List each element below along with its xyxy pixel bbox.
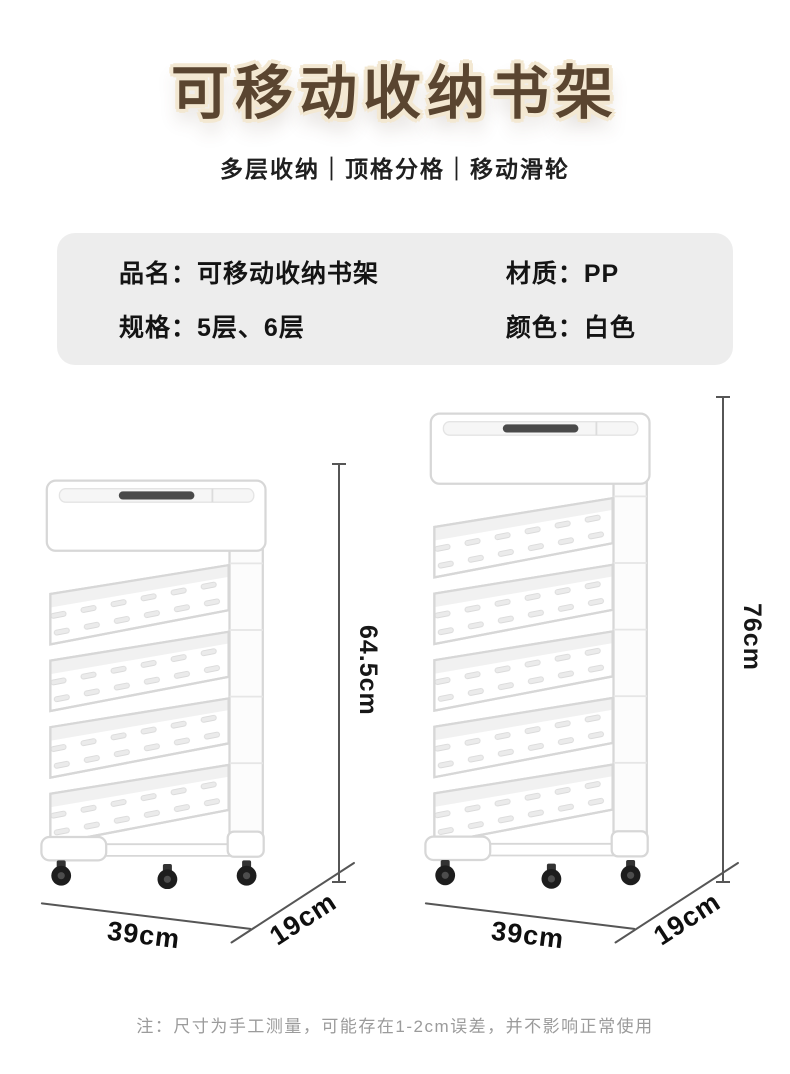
measurement-note: 注：尺寸为手工测量，可能存在1-2cm误差，并不影响正常使用 <box>136 1017 654 1036</box>
spec-item-color: 颜色：白色 <box>506 308 733 344</box>
height-dimension-line <box>716 396 730 883</box>
shelf-illustration-6-tier <box>420 392 690 889</box>
product-figure-5-tier: 64.5cm 39cm 19cm <box>36 459 382 954</box>
spec-value: 白色 <box>583 314 636 342</box>
spec-value: PP <box>583 260 620 288</box>
shelf-illustration-5-tier <box>36 459 306 889</box>
spec-label: 材质： <box>505 260 584 288</box>
spec-card: 品名：可移动收纳书架 材质：PP 规格：5层、6层 颜色：白色 <box>57 233 733 365</box>
spec-label: 颜色： <box>505 314 584 342</box>
spec-item-name: 品名：可移动收纳书架 <box>119 254 506 290</box>
height-dimension-line <box>332 462 346 883</box>
spec-label: 规格： <box>119 314 198 342</box>
spec-item-size: 规格：5层、6层 <box>119 308 506 344</box>
height-dimension-label: 64.5cm <box>354 625 382 717</box>
spec-value: 可移动收纳书架 <box>197 260 380 288</box>
page-subtitle: 多层收纳｜顶格分格｜移动滑轮 <box>220 156 570 182</box>
product-figure-6-tier: 76cm 39cm 19cm <box>420 392 766 954</box>
spec-value: 5层、6层 <box>197 314 305 342</box>
spec-label: 品名： <box>119 260 198 288</box>
shelf-wrap: 76cm <box>420 392 766 889</box>
shelf-wrap: 64.5cm <box>36 459 382 889</box>
height-dimension-label: 76cm <box>738 603 766 672</box>
products-row: 64.5cm 39cm 19cm 76cm 39cm 19cm <box>0 392 790 954</box>
width-dimension-label: 39cm <box>37 902 252 964</box>
spec-item-material: 材质：PP <box>506 254 733 290</box>
width-dimension-label: 39cm <box>421 902 636 964</box>
page-title: 可移动收纳书架 <box>170 61 619 126</box>
